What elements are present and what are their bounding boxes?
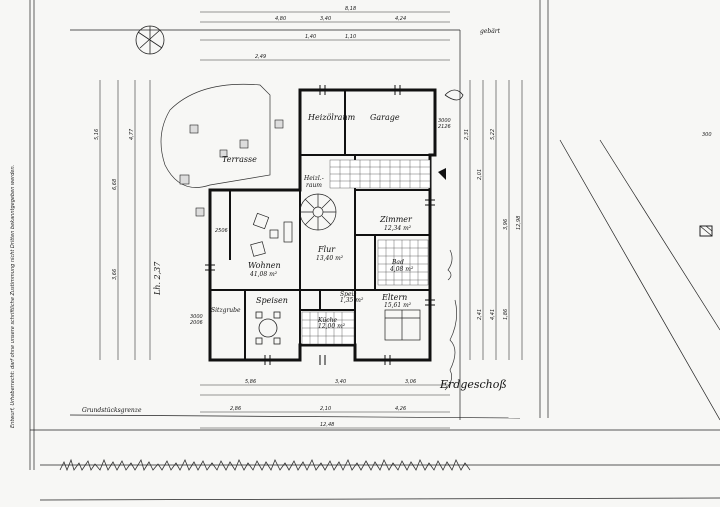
room-heizraum-line2: raum — [306, 182, 322, 189]
dim-right-b: 2,01 — [477, 169, 483, 180]
dim-bottom-c: 3,06 — [405, 379, 416, 385]
room-heizoelraum: Heizölraum — [307, 113, 356, 122]
room-sitzgrube: Sitzgrube — [211, 307, 241, 314]
handwriting-scribble-2 — [447, 249, 453, 281]
room-terrasse: Terrasse — [222, 155, 257, 164]
tree-icon — [135, 25, 165, 55]
dim-right-c: 5,22 — [490, 129, 496, 140]
dim-top-c: 4,24 — [395, 16, 406, 22]
number-300: 300 — [702, 132, 712, 138]
dim-bottom-f: 4,26 — [395, 406, 406, 412]
dim-top-f: 2,49 — [255, 54, 266, 60]
dim-bottom-a: 5,86 — [245, 379, 256, 385]
dim-lh-b: 2126 — [438, 124, 451, 130]
ground-line-2 — [39, 497, 720, 501]
room-garage: Garage — [370, 113, 400, 122]
room-zimmer: Zimmer — [379, 215, 413, 224]
garden-outline — [160, 84, 271, 188]
dim-top-d: 1,40 — [305, 34, 316, 40]
terrace-stones — [179, 119, 284, 217]
room-bad: Bad — [391, 259, 404, 266]
dining-table-icon — [255, 311, 281, 345]
dim-lh-a: 3000 — [438, 118, 451, 124]
room-zimmer-area: 12,34 m² — [384, 225, 412, 232]
bed-icon — [384, 309, 421, 341]
dim-top-a: 4,80 — [275, 16, 286, 22]
dim-lh-e: 2006 — [190, 320, 203, 326]
dim-right-f: 4,41 — [490, 309, 496, 320]
plot-boundary-label: Grundstücksgrenze — [82, 407, 142, 414]
entrance-arrow-icon — [438, 168, 446, 180]
room-eltern: Eltern — [381, 293, 407, 302]
dim-right-d: 3,96 — [503, 219, 509, 230]
room-speisen: Speisen — [256, 296, 288, 305]
bad-tiles — [377, 239, 429, 286]
road-label: gebärt — [480, 28, 501, 35]
room-kueche: Küche — [317, 317, 337, 324]
dim-top-total: 8,18 — [345, 6, 356, 12]
room-flur-area: 13,40 m² — [316, 255, 344, 262]
room-kueche-area: 12,00 m² — [318, 323, 346, 330]
dim-bottom-b: 3,40 — [335, 379, 346, 385]
handwriting-scribble — [444, 299, 457, 391]
dim-right-h: 1,86 — [503, 309, 509, 320]
dim-lh-d: 3000 — [190, 314, 203, 320]
dim-left-a: 5,16 — [94, 129, 100, 140]
shrub-icon — [444, 89, 464, 101]
kueche-tiles — [301, 311, 355, 345]
hatch-1 — [699, 225, 713, 237]
dim-top-e: 1,10 — [345, 34, 356, 40]
dim-top-b: 3,40 — [320, 16, 331, 22]
inner-walls — [210, 90, 435, 360]
room-heizraum-line1: Heizl.- — [303, 175, 324, 182]
room-speis: Speis — [340, 291, 357, 298]
spiral-stair-icon — [299, 193, 337, 231]
living-furniture — [250, 212, 293, 257]
dim-right-a: 2,31 — [464, 129, 470, 140]
grundstuecksgrenze-line — [69, 414, 521, 419]
lot-height-label: Lh. 2,37 — [153, 261, 162, 296]
diagonal-line-1 — [559, 139, 720, 421]
dim-left-b: 6,68 — [112, 179, 118, 190]
dim-left-d: 3,66 — [112, 269, 118, 280]
room-wohnen: Wohnen — [248, 261, 281, 270]
dim-bottom-e: 2,10 — [320, 406, 331, 412]
dim-left-c: 4,77 — [129, 128, 135, 140]
dim-bottom-d: 2,86 — [230, 406, 241, 412]
room-wohnen-area: 41,08 m² — [249, 271, 278, 278]
room-bad-area: 4,08 m² — [389, 266, 414, 273]
room-speis-area: 1,35 m² — [340, 297, 364, 304]
diagonal-line-2 — [599, 139, 720, 331]
room-flur: Flur — [317, 245, 336, 254]
copyright-note: Entwurf, Urheberrecht: darf ohne unsere … — [10, 165, 16, 428]
dim-right-e: 2,41 — [477, 309, 483, 320]
grass-border — [59, 458, 471, 472]
window-marks — [205, 85, 435, 365]
dim-right-g: 12,98 — [516, 216, 522, 230]
room-eltern-area: 15,61 m² — [384, 302, 412, 309]
dim-bottom-total: 12,48 — [320, 422, 334, 428]
floor-title: Erdgeschoß — [439, 378, 507, 391]
hatch-2 — [705, 225, 713, 232]
heizraum-tiles — [329, 159, 431, 189]
dim-lh-c: 2506 — [215, 228, 228, 234]
